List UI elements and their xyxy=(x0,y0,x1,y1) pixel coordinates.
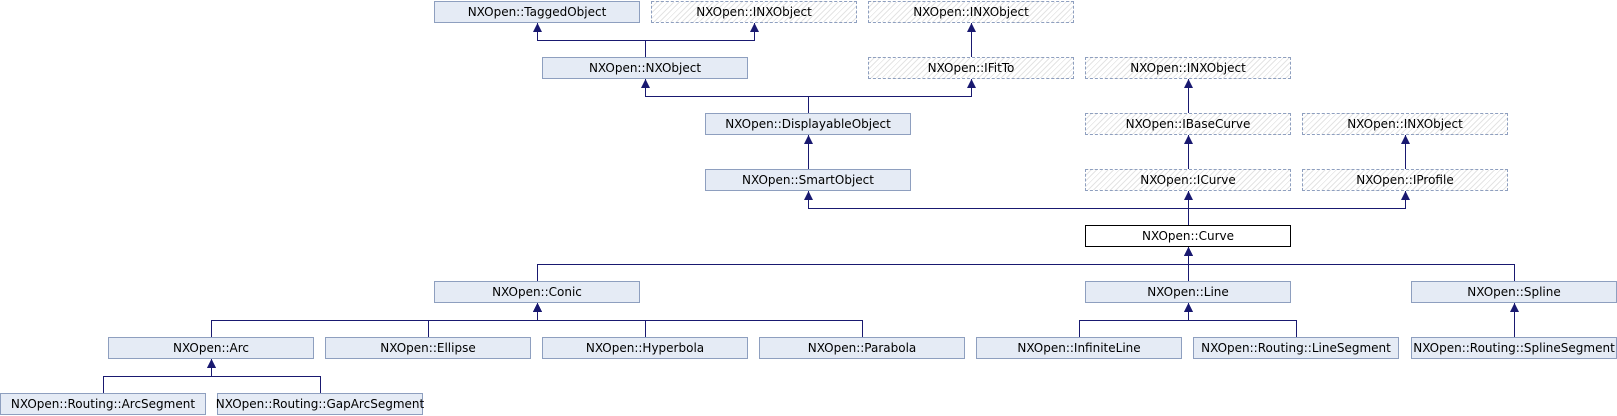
node-parabola[interactable]: NXOpen::Parabola xyxy=(759,337,965,359)
node-ellipse[interactable]: NXOpen::Ellipse xyxy=(325,337,531,359)
node-arcsegment[interactable]: NXOpen::Routing::ArcSegment xyxy=(0,393,206,415)
edge-displayable-to-ifitto xyxy=(808,79,976,113)
node-smart[interactable]: NXOpen::SmartObject xyxy=(705,169,911,191)
edge-arcsegment-to-arc xyxy=(103,359,216,393)
node-spline[interactable]: NXOpen::Spline xyxy=(1411,281,1617,303)
edge-conic-to-curve xyxy=(537,247,1193,281)
node-inx1[interactable]: NXOpen::INXObject xyxy=(651,1,857,23)
edge-infiniteline-to-line xyxy=(1079,303,1193,337)
edge-spline-to-curve xyxy=(1184,247,1515,281)
node-splinesegment[interactable]: NXOpen::Routing::SplineSegment xyxy=(1411,337,1617,359)
node-inx3[interactable]: NXOpen::INXObject xyxy=(1085,57,1291,79)
node-ifitto[interactable]: NXOpen::IFitTo xyxy=(868,57,1074,79)
node-curve: NXOpen::Curve xyxy=(1085,225,1291,247)
node-arc[interactable]: NXOpen::Arc xyxy=(108,337,314,359)
edge-nxobject-to-inx1 xyxy=(645,23,759,57)
edge-nxobject-to-tagged xyxy=(533,23,646,57)
node-inx4[interactable]: NXOpen::INXObject xyxy=(1302,113,1508,135)
node-conic[interactable]: NXOpen::Conic xyxy=(434,281,640,303)
edge-displayable-to-nxobject xyxy=(641,79,809,113)
edge-curve-to-smart xyxy=(804,191,1189,225)
node-hyperbola[interactable]: NXOpen::Hyperbola xyxy=(542,337,748,359)
node-iprofile[interactable]: NXOpen::IProfile xyxy=(1302,169,1508,191)
edge-ellipse-to-conic xyxy=(428,303,542,337)
edge-parabola-to-conic xyxy=(533,303,863,337)
node-linesegment[interactable]: NXOpen::Routing::LineSegment xyxy=(1193,337,1399,359)
node-ibasecurve[interactable]: NXOpen::IBaseCurve xyxy=(1085,113,1291,135)
edge-curve-to-iprofile xyxy=(1188,191,1410,225)
node-tagged[interactable]: NXOpen::TaggedObject xyxy=(434,1,640,23)
node-gaparcsegment[interactable]: NXOpen::Routing::GapArcSegment xyxy=(216,393,424,415)
node-displayable[interactable]: NXOpen::DisplayableObject xyxy=(705,113,911,135)
node-icurve[interactable]: NXOpen::ICurve xyxy=(1085,169,1291,191)
node-nxobject[interactable]: NXOpen::NXObject xyxy=(542,57,748,79)
edge-gaparcsegment-to-arc xyxy=(207,359,321,393)
edge-linesegment-to-line xyxy=(1184,303,1297,337)
node-infiniteline[interactable]: NXOpen::InfiniteLine xyxy=(976,337,1182,359)
node-inx2[interactable]: NXOpen::INXObject xyxy=(868,1,1074,23)
node-line[interactable]: NXOpen::Line xyxy=(1085,281,1291,303)
